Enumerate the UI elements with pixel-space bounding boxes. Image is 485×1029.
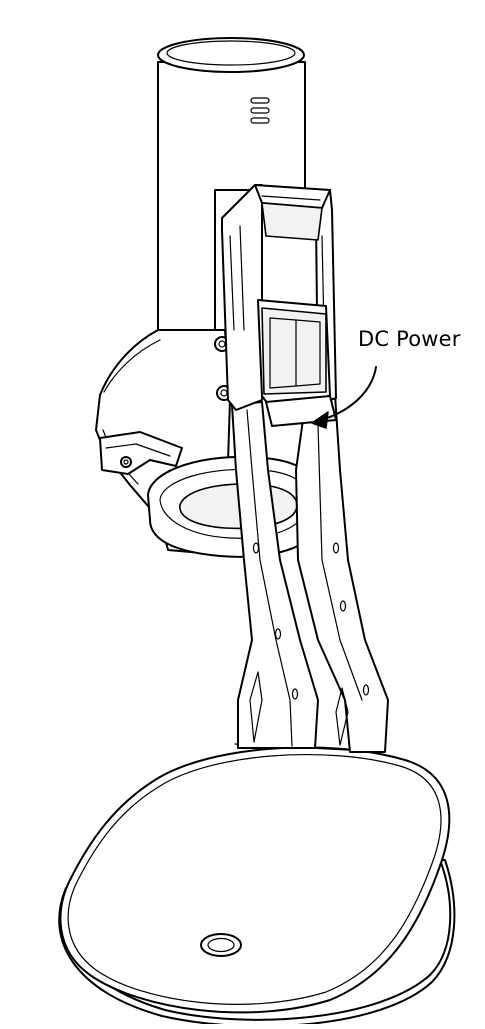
- mount-collar: [95, 329, 320, 558]
- bracket-legs: [231, 394, 389, 753]
- upper-bracket: [221, 184, 337, 427]
- vent-slots-icon: [250, 97, 270, 124]
- camera-body: [157, 37, 306, 341]
- dc-power-label: DC Power: [358, 327, 461, 351]
- base-plate: [58, 743, 456, 1028]
- callout-arrow: [311, 366, 377, 429]
